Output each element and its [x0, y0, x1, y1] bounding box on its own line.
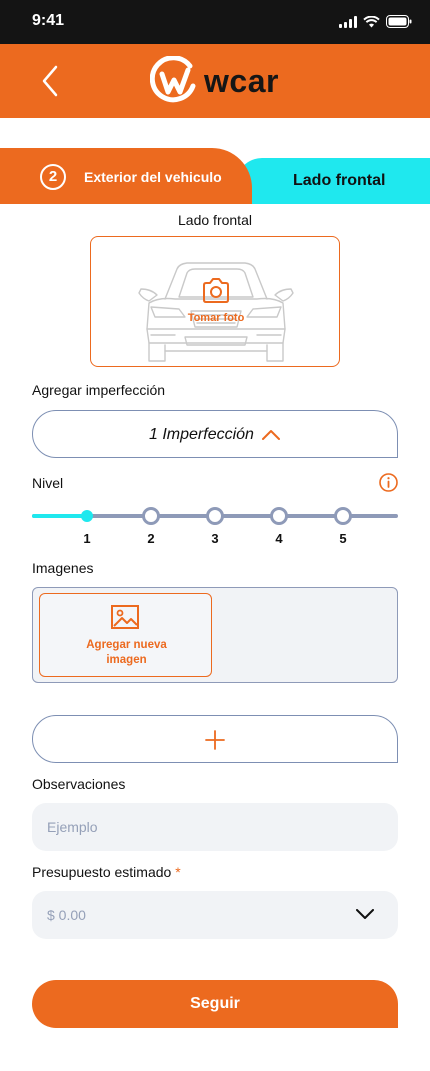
status-time: 9:41: [32, 12, 65, 29]
images-container: Agregar nueva imagen: [32, 587, 398, 683]
add-image-label-line2: imagen: [106, 654, 147, 666]
continue-button[interactable]: Seguir: [32, 980, 398, 1028]
app-header: wcar: [0, 44, 430, 118]
required-mark: *: [175, 864, 181, 880]
tab-next-step[interactable]: Lado frontal: [236, 158, 430, 204]
logo-text: wcar: [204, 62, 279, 99]
level-option-label: 2: [147, 531, 155, 546]
level-option-4[interactable]: [270, 507, 288, 525]
battery-icon: [386, 15, 412, 28]
budget-value: $ 0.00: [47, 907, 86, 923]
level-option-1[interactable]: [81, 510, 93, 522]
add-imperfection-button[interactable]: [32, 715, 398, 763]
step-bar: Lado frontal 2 Exterior del vehiculo: [0, 148, 430, 204]
imperfection-label: Agregar imperfección: [32, 382, 166, 398]
take-photo-label: Tomar foto: [187, 312, 245, 324]
budget-label-text: Presupuesto estimado: [32, 864, 172, 880]
take-photo-button[interactable]: Tomar foto: [90, 236, 340, 367]
imperfection-select[interactable]: 1 Imperfección: [32, 410, 398, 458]
level-option-label: 5: [339, 531, 347, 546]
slider-fill: [32, 514, 87, 518]
imperfection-value: 1 Imperfección: [149, 426, 254, 443]
observations-label: Observaciones: [32, 776, 126, 792]
budget-select[interactable]: $ 0.00: [32, 891, 398, 939]
info-icon[interactable]: [379, 473, 398, 492]
logo: wcar: [150, 56, 279, 106]
chevron-down-icon: [356, 909, 374, 919]
camera-icon: [203, 278, 229, 303]
add-image-label-line1: Agregar nueva: [86, 639, 167, 651]
car-front-illustration: [138, 262, 294, 362]
back-arrow-icon: [42, 65, 58, 97]
level-option-3[interactable]: [206, 507, 224, 525]
tab-next-step-label: Lado frontal: [293, 172, 386, 189]
tab-current-step[interactable]: 2 Exterior del vehiculo: [0, 148, 252, 204]
step-number: 2: [40, 164, 66, 190]
level-option-label: 1: [83, 531, 91, 546]
level-option-5[interactable]: [334, 507, 352, 525]
level-option-2[interactable]: [142, 507, 160, 525]
images-label: Imagenes: [32, 560, 94, 576]
wifi-icon: [363, 15, 380, 27]
level-option-label: 4: [275, 531, 283, 546]
logo-icon: [150, 56, 196, 103]
signal-icon: [339, 15, 357, 28]
add-image-label: Agregar nueva imagen: [40, 638, 213, 668]
level-slider[interactable]: 1 2 3 4 5: [32, 506, 398, 546]
plus-icon: [205, 730, 225, 750]
photo-title: Lado frontal: [178, 212, 252, 228]
status-icons: [339, 15, 412, 28]
level-label: Nivel: [32, 475, 64, 491]
image-icon: [111, 605, 139, 629]
add-image-button[interactable]: Agregar nueva imagen: [39, 593, 212, 677]
observations-input[interactable]: [32, 803, 398, 851]
back-button[interactable]: [36, 62, 66, 100]
status-bar: 9:41: [0, 0, 430, 44]
step-label: Exterior del vehiculo: [84, 169, 222, 185]
chevron-up-icon: [262, 430, 280, 440]
level-option-label: 3: [211, 531, 219, 546]
budget-label: Presupuesto estimado *: [32, 864, 181, 880]
